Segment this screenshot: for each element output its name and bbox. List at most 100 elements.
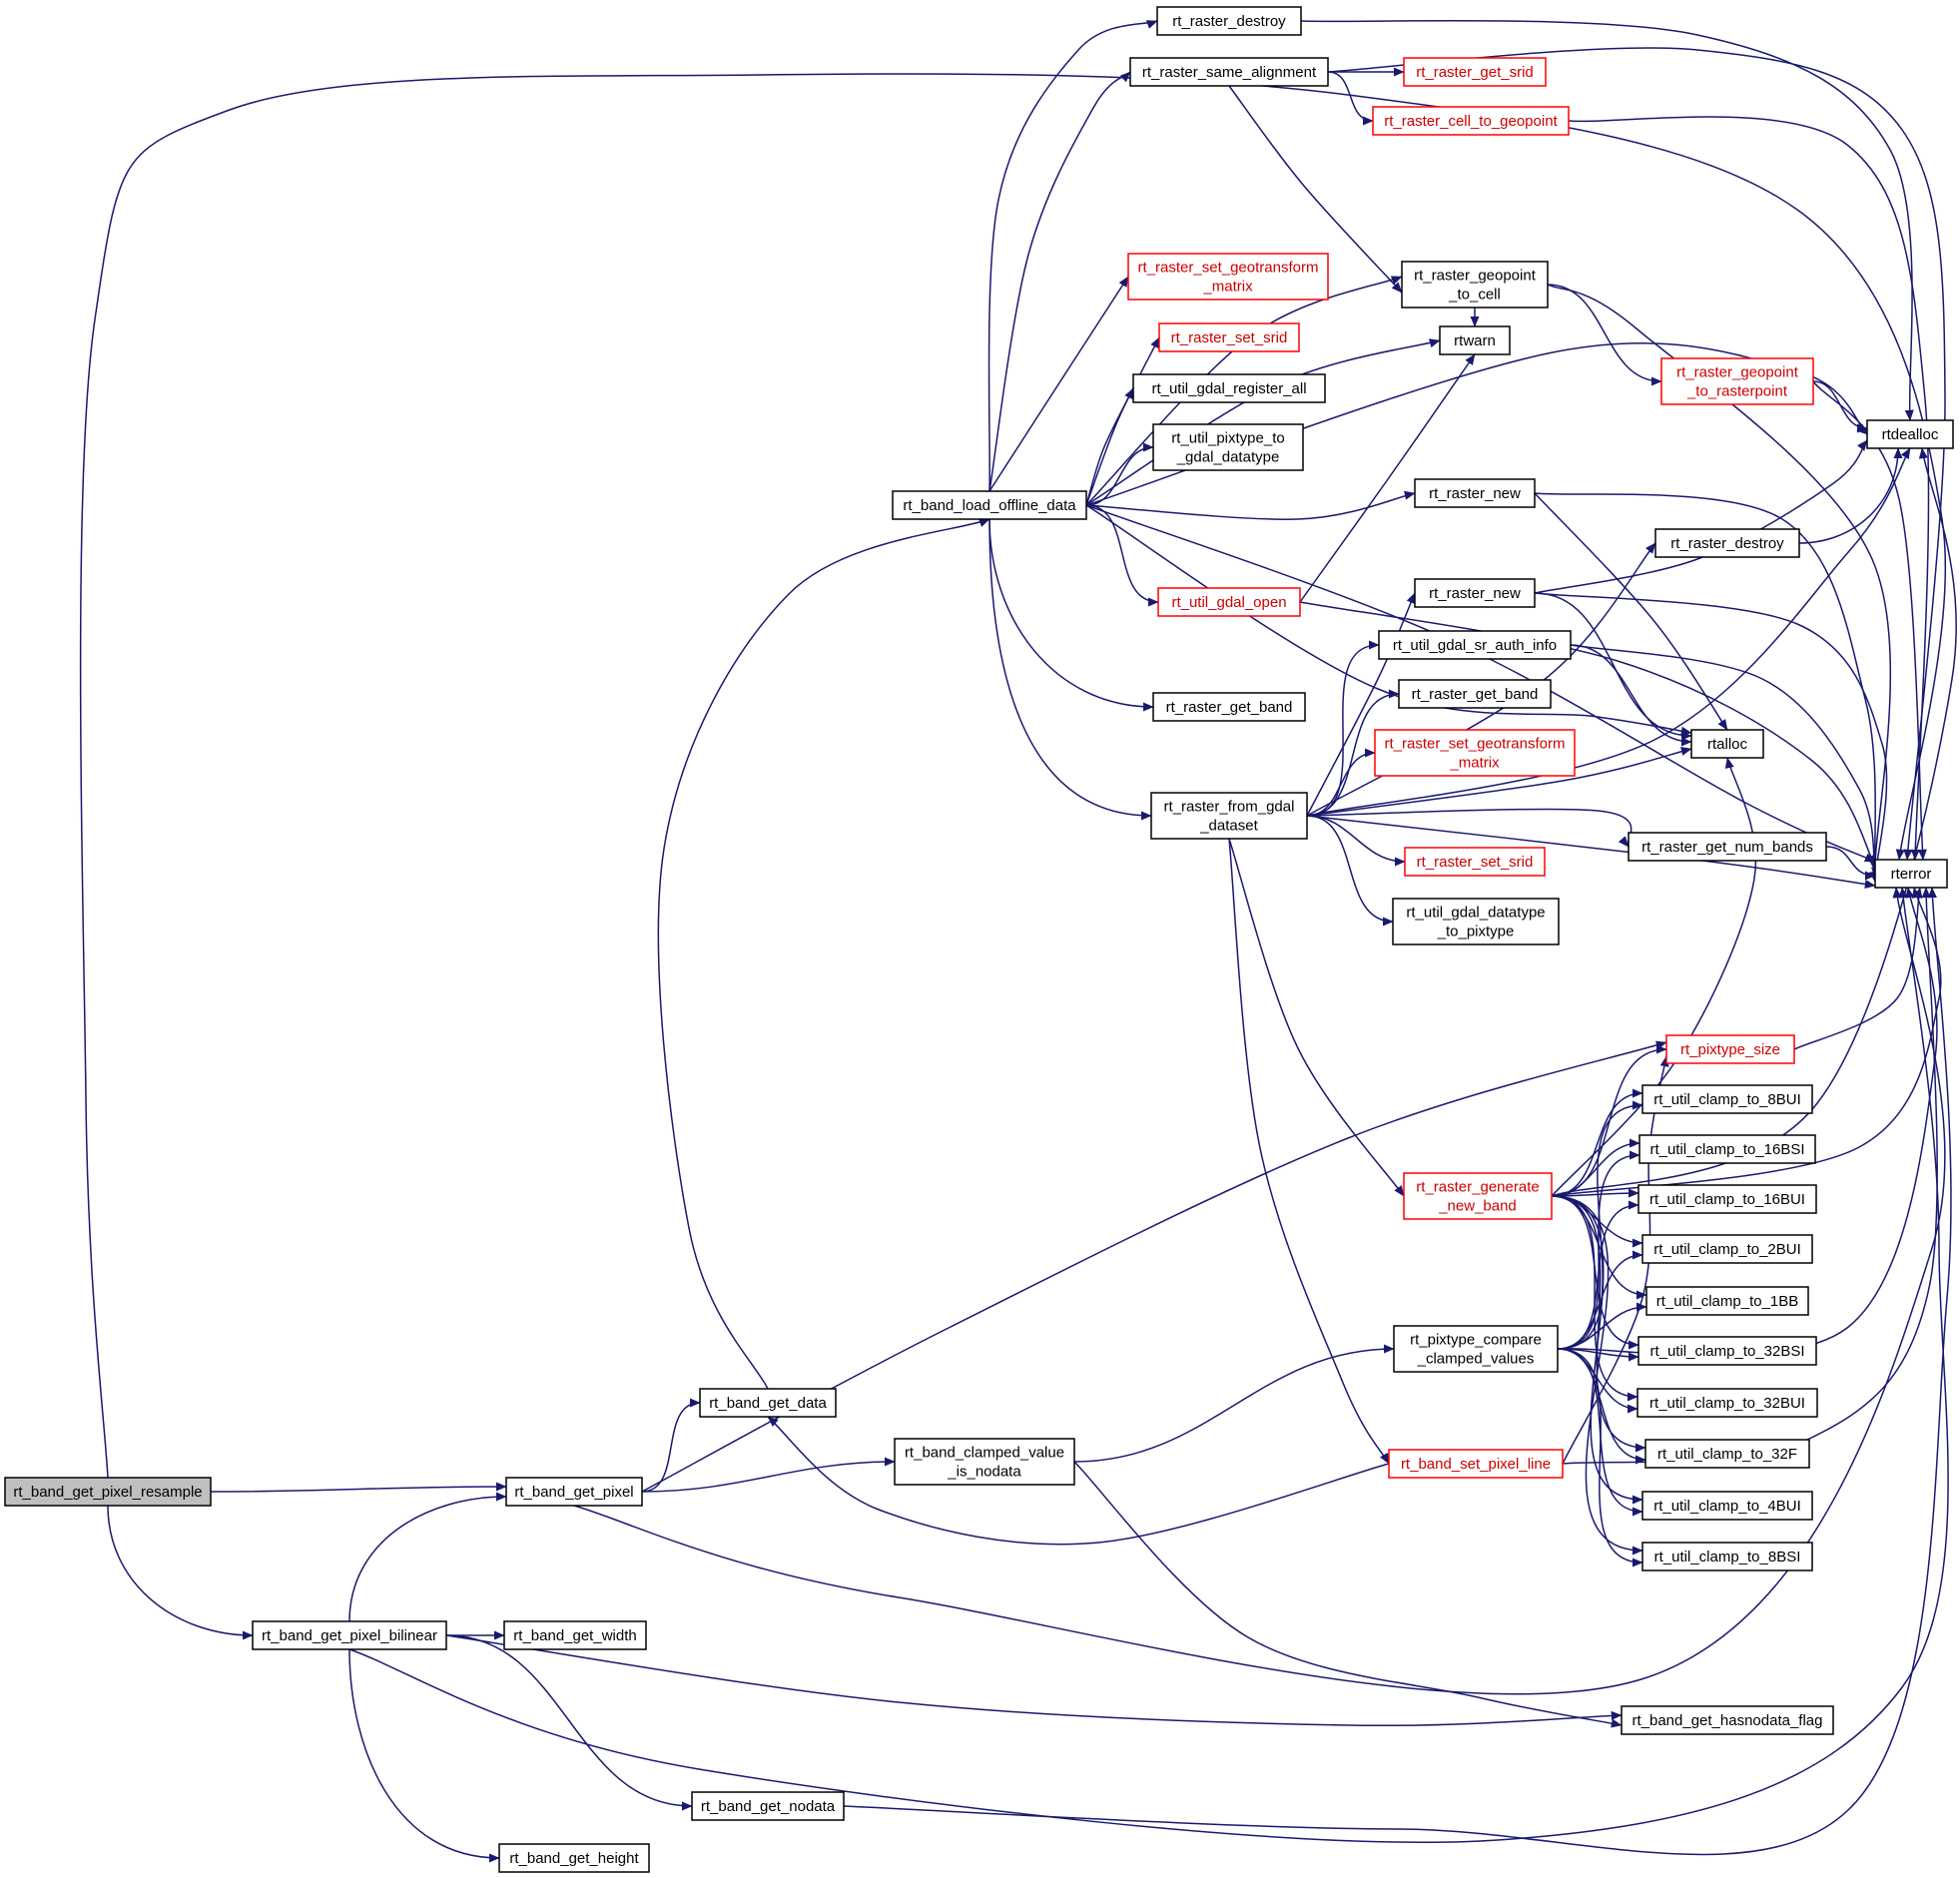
node-rt-util-gdal-register-all[interactable]: rt_util_gdal_register_all: [1132, 373, 1326, 403]
node-rt-util-clamp-to-32f[interactable]: rt_util_clamp_to_32F: [1644, 1439, 1810, 1469]
edge-raster_new2-to-rterror: [1534, 592, 1888, 879]
node-rt-util-clamp-to-8bui[interactable]: rt_util_clamp_to_8BUI: [1641, 1084, 1813, 1114]
node-rt-raster-get-num-bands[interactable]: rt_raster_get_num_bands: [1628, 832, 1827, 862]
edge-load_offline-to-destroy_top: [987, 20, 1158, 492]
edge-get_data-to-load_offline: [657, 518, 990, 1390]
node-rt-band-get-pixel[interactable]: rt_band_get_pixel: [505, 1477, 643, 1507]
node-rtwarn[interactable]: rtwarn: [1439, 325, 1511, 355]
node-rt-band-get-height[interactable]: rt_band_get_height: [498, 1843, 650, 1873]
edge-bilinear-to-get_pixel: [348, 1492, 507, 1622]
node-rt-util-clamp-to-16bsi[interactable]: rt_util_clamp_to_16BSI: [1638, 1134, 1816, 1164]
svg-text:rt_pixtype_compare_clamped_val: rt_pixtype_compare_clamped_values: [1410, 1332, 1542, 1368]
svg-text:rt_raster_get_band: rt_raster_get_band: [1166, 699, 1293, 716]
svg-text:rterror: rterror: [1891, 866, 1932, 883]
node-rt-util-gdal-open[interactable]: rt_util_gdal_open: [1157, 587, 1301, 617]
node-rt-band-set-pixel-line[interactable]: rt_band_set_pixel_line: [1388, 1449, 1564, 1479]
node-rt-band-load-offline-data[interactable]: rt_band_load_offline_data: [892, 490, 1087, 520]
edge-load_offline-to-from_gdal: [988, 518, 1152, 821]
node-rt-raster-set-geotransform-matrix[interactable]: rt_raster_set_geotransform_matrix: [1127, 253, 1329, 301]
svg-text:rt_util_clamp_to_4BUI: rt_util_clamp_to_4BUI: [1653, 1498, 1801, 1515]
svg-text:rt_raster_destroy: rt_raster_destroy: [1172, 13, 1286, 30]
svg-text:rt_raster_cell_to_geopoint: rt_raster_cell_to_geopoint: [1384, 113, 1558, 130]
edge-geo_to_cell-to-rterror: [1547, 284, 1892, 871]
svg-text:rt_raster_set_srid: rt_raster_set_srid: [1417, 854, 1534, 871]
edge-load_offline-to-set_gt1: [988, 276, 1129, 492]
node-rtdealloc[interactable]: rtdealloc: [1866, 419, 1954, 449]
svg-text:rt_raster_get_num_bands: rt_raster_get_num_bands: [1641, 839, 1813, 856]
node-rt-util-clamp-to-4bui[interactable]: rt_util_clamp_to_4BUI: [1641, 1491, 1813, 1521]
svg-text:rt_band_get_nodata: rt_band_get_nodata: [701, 1798, 836, 1815]
svg-text:rt_util_clamp_to_8BSI: rt_util_clamp_to_8BSI: [1654, 1549, 1801, 1565]
edge-gdal_open-to-rterror: [1299, 601, 1876, 867]
node-rt-raster-new[interactable]: rt_raster_new: [1414, 478, 1536, 508]
edge-raster_new1-to-rterror: [1534, 492, 1879, 873]
edge-cmp_clamped-to-c8bui: [1557, 1100, 1643, 1350]
edge-cmp_clamped-to-c1bb: [1557, 1302, 1647, 1350]
node-rt-raster-geopoint-to-rasterpoint[interactable]: rt_raster_geopoint_to_rasterpoint: [1660, 357, 1814, 405]
node-rt-band-clamped-value-is-nodata[interactable]: rt_band_clamped_value_is_nodata: [894, 1438, 1075, 1486]
node-rt-util-clamp-to-16bui[interactable]: rt_util_clamp_to_16BUI: [1637, 1184, 1817, 1214]
node-rt-raster-generate-new-band[interactable]: rt_raster_generate_new_band: [1403, 1172, 1553, 1220]
node-rt-band-get-hasnodata-flag[interactable]: rt_band_get_hasnodata_flag: [1621, 1705, 1834, 1735]
nodes-layer: rt_raster_destroy rt_raster_same_alignmen…: [4, 6, 1954, 1873]
node-rt-util-clamp-to-32bsi[interactable]: rt_util_clamp_to_32BSI: [1637, 1336, 1817, 1366]
edge-from_gdal-to-num_bands: [1306, 808, 1633, 848]
svg-text:rt_raster_generate_new_band: rt_raster_generate_new_band: [1416, 1179, 1539, 1215]
svg-text:rt_util_clamp_to_32BUI: rt_util_clamp_to_32BUI: [1649, 1395, 1805, 1412]
node-rt-util-pixtype-to-gdal-datatype[interactable]: rt_util_pixtype_to_gdal_datatype: [1152, 423, 1304, 471]
svg-text:rt_util_pixtype_to_gdal_dataty: rt_util_pixtype_to_gdal_datatype: [1171, 430, 1284, 466]
svg-text:rt_band_get_data: rt_band_get_data: [709, 1395, 827, 1412]
node-rt-raster-get-srid[interactable]: rt_raster_get_srid: [1403, 57, 1547, 87]
edge-geo_to_cell-to-geo_to_rp: [1547, 284, 1662, 386]
node-rt-util-gdal-datatype-to-pixtype[interactable]: rt_util_gdal_datatype_to_pixtype: [1392, 898, 1560, 945]
edge-load_offline-to-gdal_open: [1085, 504, 1159, 607]
node-rt-util-clamp-to-2bui[interactable]: rt_util_clamp_to_2BUI: [1641, 1234, 1813, 1264]
node-rt-raster-set-srid-2[interactable]: rt_raster_set_srid: [1404, 847, 1546, 877]
node-rt-util-clamp-to-32bui[interactable]: rt_util_clamp_to_32BUI: [1636, 1388, 1818, 1418]
node-rt-raster-set-geotransform-matrix-2[interactable]: rt_raster_set_geotransform_matrix: [1374, 729, 1576, 777]
edge-from_gdal-to-rtalloc: [1306, 747, 1692, 817]
svg-text:rt_band_clamped_value_is_nodat: rt_band_clamped_value_is_nodata: [905, 1445, 1064, 1481]
node-rt-band-get-width[interactable]: rt_band_get_width: [503, 1620, 647, 1650]
svg-text:rt_raster_new: rt_raster_new: [1429, 585, 1521, 602]
node-rt-raster-same-alignment[interactable]: rt_raster_same_alignment: [1129, 57, 1329, 87]
node-rt-raster-from-gdal-dataset[interactable]: rt_raster_from_gdal_dataset: [1150, 792, 1308, 840]
edge-raster_new1-to-rtalloc: [1534, 492, 1728, 731]
node-rt-pixtype-compare-clamped-values[interactable]: rt_pixtype_compare_clamped_values: [1393, 1325, 1559, 1373]
node-rt-util-clamp-to-8bsi[interactable]: rt_util_clamp_to_8BSI: [1641, 1542, 1813, 1571]
edge-from_gdal-to-gen_band: [1228, 838, 1405, 1197]
node-rt-raster-new-2[interactable]: rt_raster_new: [1414, 578, 1536, 608]
edge-gen_band-to-c32bui: [1551, 1195, 1638, 1402]
svg-text:rt_util_clamp_to_16BSI: rt_util_clamp_to_16BSI: [1649, 1141, 1804, 1158]
svg-text:rt_raster_set_srid: rt_raster_set_srid: [1171, 329, 1288, 346]
edge-gen_band-to-c8bsi: [1551, 1195, 1643, 1556]
node-rt-raster-destroy-2[interactable]: rt_raster_destroy: [1654, 528, 1800, 558]
svg-text:rt_raster_set_geotransform_mat: rt_raster_set_geotransform_matrix: [1385, 736, 1566, 772]
svg-text:rtdealloc: rtdealloc: [1882, 426, 1939, 443]
node-rt-band-get-pixel-resample[interactable]: rt_band_get_pixel_resample: [4, 1477, 212, 1507]
node-rt-raster-destroy[interactable]: rt_raster_destroy: [1156, 6, 1302, 36]
node-rt-pixtype-size[interactable]: rt_pixtype_size: [1665, 1034, 1795, 1064]
node-rt-raster-set-srid[interactable]: rt_raster_set_srid: [1158, 322, 1300, 352]
node-rterror[interactable]: rterror: [1874, 859, 1948, 889]
node-rt-util-clamp-to-1bb[interactable]: rt_util_clamp_to_1BB: [1645, 1286, 1809, 1316]
edge-load_offline-to-gdal_reg: [1085, 387, 1134, 506]
node-rt-raster-geopoint-to-cell[interactable]: rt_raster_geopoint_to_cell: [1401, 261, 1549, 309]
node-rt-raster-get-band[interactable]: rt_raster_get_band: [1152, 692, 1306, 722]
node-rt-raster-get-band-2[interactable]: rt_raster_get_band: [1398, 679, 1552, 709]
edge-resample-to-bilinear: [107, 1505, 254, 1640]
edge-gen_band-to-c32f: [1551, 1195, 1646, 1453]
edge-same_align-to-geo_to_cell: [1228, 85, 1403, 294]
node-rt-raster-cell-to-geopoint[interactable]: rt_raster_cell_to_geopoint: [1372, 106, 1570, 136]
node-rt-band-get-data[interactable]: rt_band_get_data: [699, 1388, 837, 1418]
edge-gen_band-to-rtalloc: [1551, 757, 1757, 1197]
svg-text:rt_raster_from_gdal_dataset: rt_raster_from_gdal_dataset: [1164, 799, 1295, 835]
svg-text:rt_util_gdal_register_all: rt_util_gdal_register_all: [1151, 380, 1306, 397]
edge-from_gdal-to-raster_new2: [1306, 592, 1416, 817]
svg-text:rt_band_get_hasnodata_flag: rt_band_get_hasnodata_flag: [1632, 1712, 1822, 1729]
node-rt-band-get-pixel-bilinear[interactable]: rt_band_get_pixel_bilinear: [252, 1620, 447, 1650]
node-rt-band-get-nodata[interactable]: rt_band_get_nodata: [691, 1791, 845, 1821]
node-rtalloc[interactable]: rtalloc: [1690, 729, 1764, 759]
node-rt-util-gdal-sr-auth-info[interactable]: rt_util_gdal_sr_auth_info: [1378, 630, 1572, 660]
